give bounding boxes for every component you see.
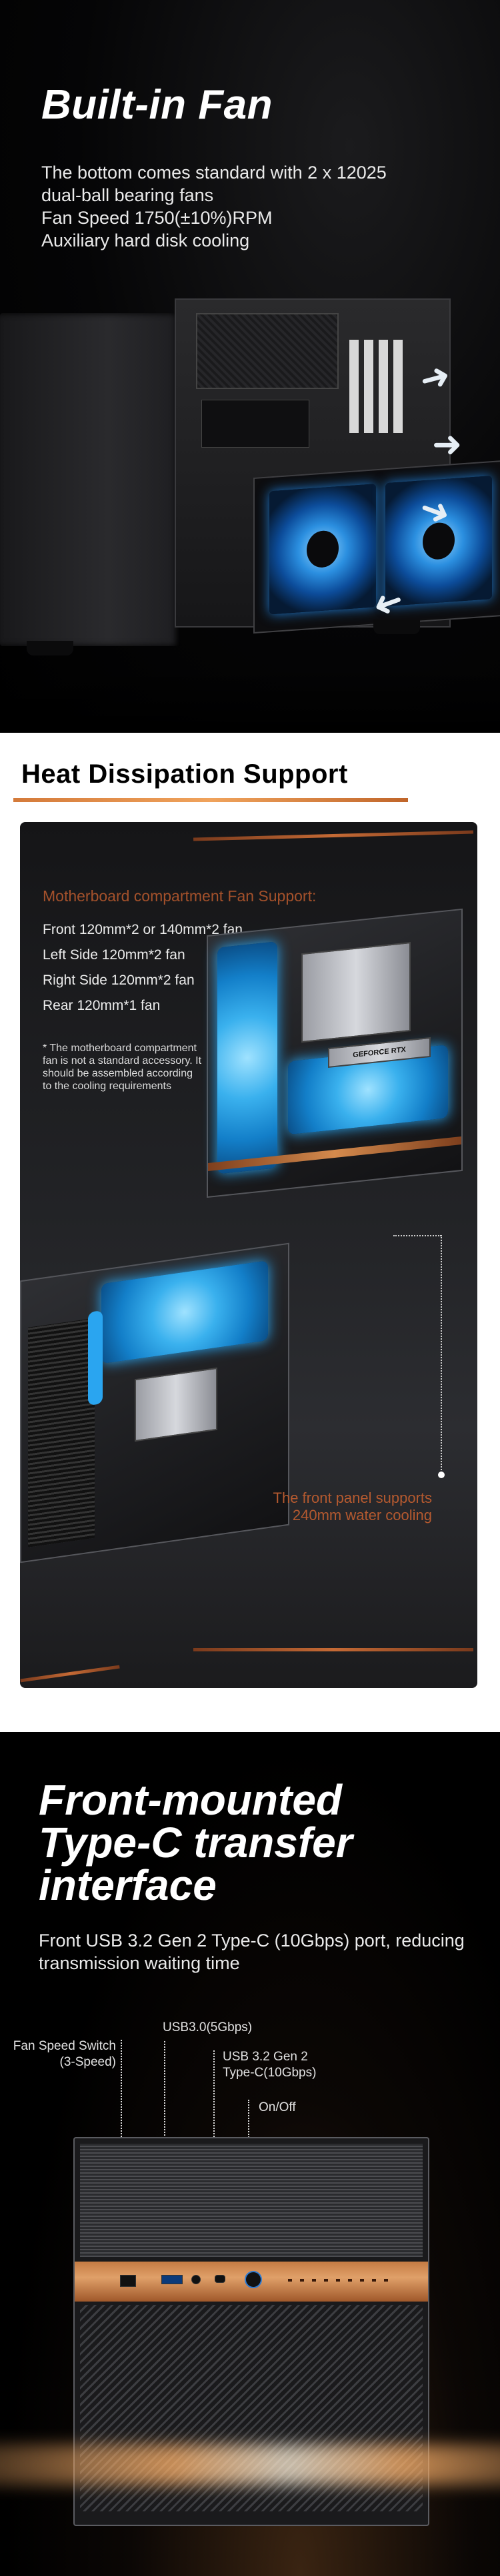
pcie-slot bbox=[349, 340, 359, 433]
cpu-cooler bbox=[301, 942, 411, 1043]
io-shield bbox=[201, 400, 309, 448]
callout-line bbox=[393, 1235, 441, 1236]
pump-block bbox=[135, 1367, 217, 1442]
pcie-slot bbox=[393, 340, 403, 433]
fan-support-subhead: Motherboard compartment Fan Support: bbox=[43, 887, 317, 905]
case-foot bbox=[27, 641, 73, 655]
fan-note: * The motherboard compartment fan is not… bbox=[43, 1043, 202, 1092]
spec-right: Right Side 120mm*2 fan bbox=[43, 973, 195, 988]
case-top-view: GEFORCE RTX bbox=[207, 908, 463, 1198]
typec-section: Front-mounted Type-C transfer interface … bbox=[0, 1732, 500, 2576]
label-fan-speed-switch: Fan Speed Switch (3-Speed) bbox=[13, 2039, 116, 2069]
case-rear-panel bbox=[175, 298, 451, 628]
power-icon bbox=[245, 2271, 262, 2288]
vent-dots bbox=[288, 2279, 388, 2282]
builtin-fan-line-4: Auxiliary hard disk cooling bbox=[41, 230, 250, 250]
case-side-panel bbox=[0, 313, 180, 646]
callout-dot bbox=[438, 1472, 445, 1478]
spec-front: Front 120mm*2 or 140mm*2 fan bbox=[43, 922, 243, 937]
radiator-icon bbox=[101, 1260, 268, 1364]
bottom-fade bbox=[0, 666, 500, 733]
pcie-slot bbox=[379, 340, 388, 433]
builtin-fan-line-2: dual-ball bearing fans bbox=[41, 185, 214, 205]
title-underline bbox=[13, 798, 408, 802]
arrow-right-icon: ➜ bbox=[432, 424, 463, 464]
pcie-slot bbox=[364, 340, 373, 433]
typec-desc: Front USB 3.2 Gen 2 Type-C (10Gbps) port… bbox=[39, 1931, 465, 1973]
typec-title: Front-mounted Type-C transfer interface bbox=[39, 1776, 353, 1909]
heat-card: Motherboard compartment Fan Support: Fro… bbox=[20, 822, 477, 1688]
psu-grille bbox=[196, 313, 339, 389]
callout-line bbox=[441, 1235, 442, 1475]
water-cooling-caption: The front panel supports 240mm water coo… bbox=[273, 1490, 432, 1523]
side-mesh bbox=[28, 1318, 95, 1547]
fan-switch-icon bbox=[120, 2275, 136, 2287]
light-streak bbox=[0, 2445, 500, 2485]
usb-port-icon bbox=[161, 2275, 183, 2284]
spec-rear: Rear 120mm*1 fan bbox=[43, 998, 161, 1013]
heat-dissipation-section: Heat Dissipation Support Motherboard com… bbox=[0, 733, 500, 1732]
accent-stripe bbox=[193, 1648, 473, 1651]
label-usb32-typec: USB 3.2 Gen 2 Type-C(10Gbps) bbox=[223, 2050, 317, 2080]
side-fan-icon bbox=[217, 941, 277, 1174]
label-on-off: On/Off bbox=[259, 2100, 296, 2114]
spec-left: Left Side 120mm*2 fan bbox=[43, 947, 185, 963]
top-mesh bbox=[80, 2144, 423, 2257]
accent-stripe bbox=[193, 830, 473, 841]
builtin-fan-line-1: The bottom comes standard with 2 x 12025 bbox=[41, 163, 387, 183]
case-foot bbox=[373, 620, 420, 634]
accent-stripe bbox=[20, 1665, 120, 1683]
front-io-band bbox=[75, 2262, 428, 2302]
builtin-fan-line-3: Fan Speed 1750(±10%)RPM bbox=[41, 208, 273, 228]
fan-icon bbox=[269, 484, 376, 615]
label-usb30: USB3.0(5Gbps) bbox=[163, 2020, 253, 2034]
audio-jack-icon bbox=[191, 2275, 201, 2284]
case-water-cooling-view bbox=[20, 1242, 289, 1563]
coolant-tube bbox=[88, 1310, 103, 1406]
builtin-fan-section: Built-in Fan The bottom comes standard w… bbox=[0, 0, 500, 733]
builtin-fan-title: Built-in Fan bbox=[41, 82, 273, 128]
heat-title: Heat Dissipation Support bbox=[21, 759, 348, 789]
usb-port-icon bbox=[215, 2275, 225, 2283]
